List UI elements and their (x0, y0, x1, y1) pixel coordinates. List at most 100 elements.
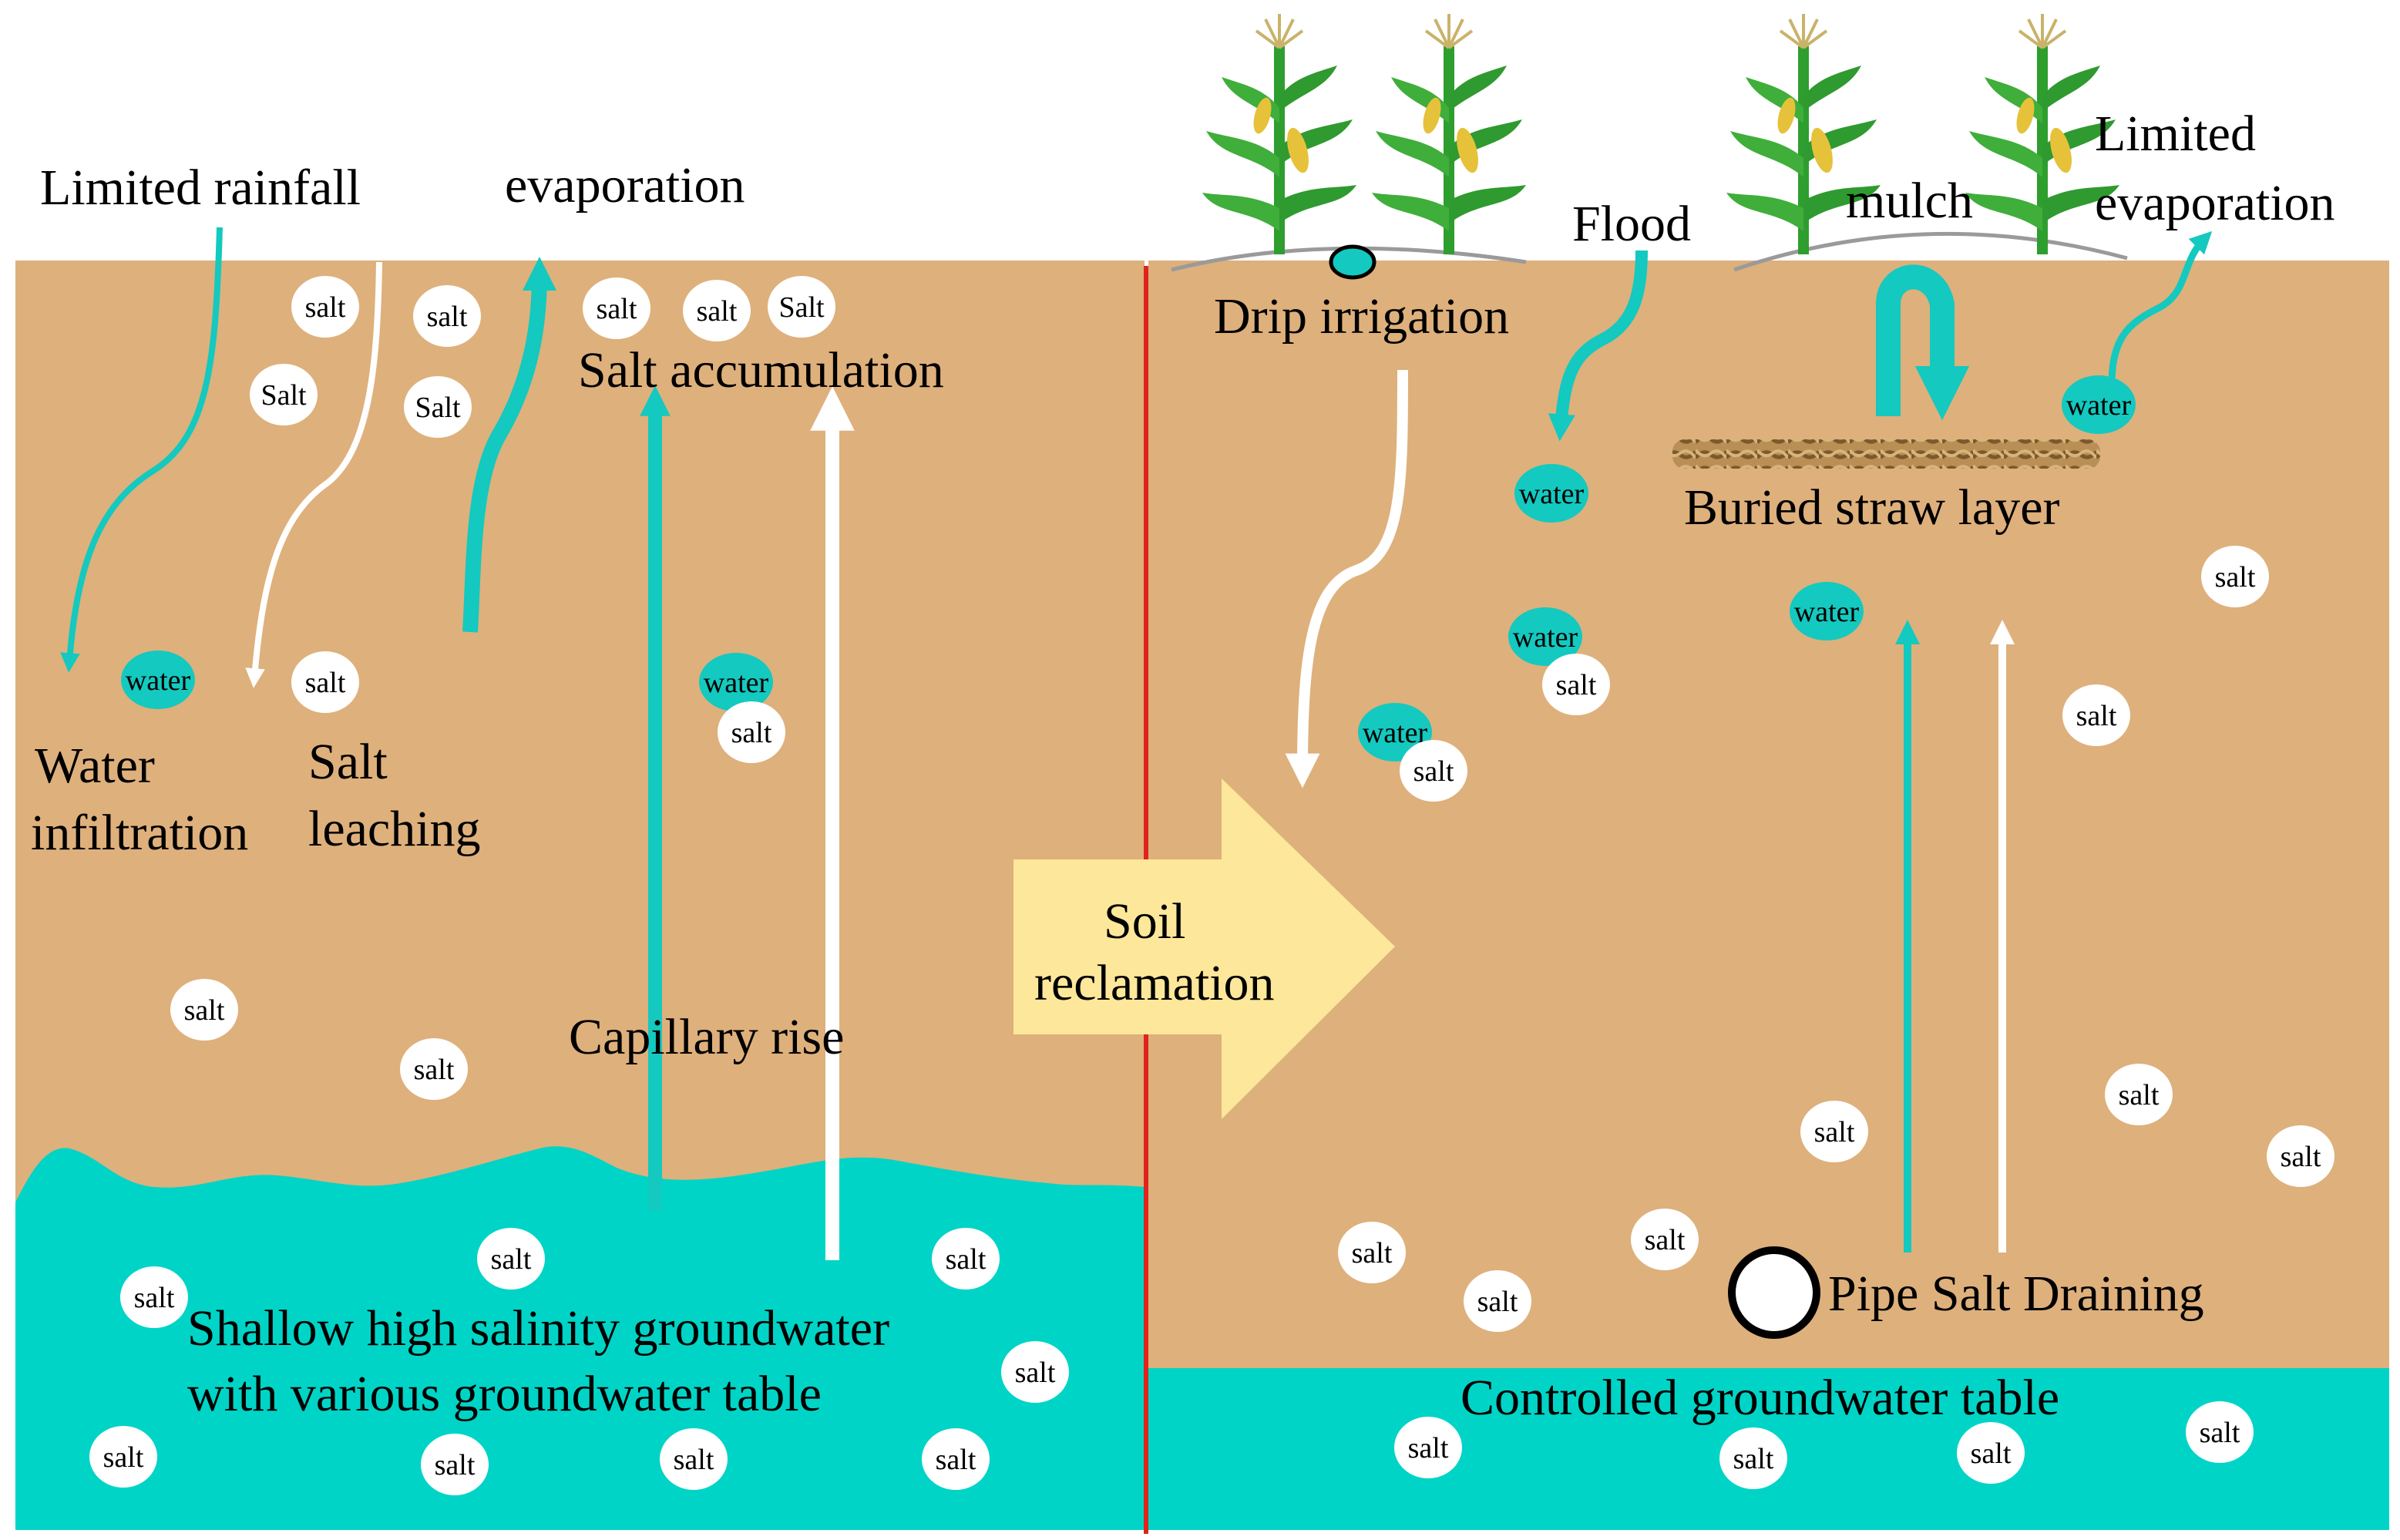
salt-marker: salt (291, 276, 359, 338)
salt-marker: salt (400, 1038, 468, 1100)
salt-marker: salt (1631, 1209, 1699, 1270)
drip-irrigation-arrow (1285, 369, 1408, 788)
limited-evaporation-arrow (2108, 230, 2213, 386)
salt-marker: salt (421, 1434, 489, 1495)
drainage-pipe-icon (1728, 1246, 1820, 1339)
salt-particle-shape (932, 1228, 1000, 1289)
water-marker: water (2062, 375, 2136, 434)
limited-evaporation-label-line1: Limited (2095, 106, 2256, 162)
salt-accumulation-label: Salt accumulation (578, 342, 944, 398)
salt-marker: salt (1338, 1222, 1406, 1283)
salt-marker-label: salt (134, 1282, 175, 1314)
controlled-groundwater-label: Controlled groundwater table (1461, 1370, 2059, 1426)
water-marker-label: water (1519, 478, 1585, 510)
soil-reclamation-arrow (1013, 778, 1395, 1119)
soil-reclamation-label-line2: reclamation (1034, 955, 1275, 1011)
salt-marker-label: Salt (415, 392, 461, 424)
salt-particle-shape (291, 276, 359, 338)
salt-leaching-arrow (245, 261, 382, 688)
salt-particle-shape (1542, 654, 1610, 715)
soil-reclamation-label-line1: Soil (1104, 893, 1185, 950)
limited-evaporation-label-line2: evaporation (2095, 175, 2335, 231)
salt-marker-label: salt (103, 1441, 144, 1474)
salt-marker: salt (718, 701, 785, 763)
salt-marker-label: salt (2119, 1079, 2160, 1111)
salt-particle-shape (291, 651, 359, 713)
water-droplet-shape (1790, 582, 1864, 641)
water-marker-label: water (1794, 596, 1860, 628)
water-marker: water (121, 651, 195, 709)
corn-plant-icon (1726, 14, 1881, 254)
salt-marker: salt (1400, 740, 1467, 802)
flood-label: Flood (1572, 196, 1691, 252)
drip-emitter-icon (1329, 244, 1376, 280)
water-droplet-shape (1508, 607, 1582, 666)
water-infiltration-label-line1: Water (35, 738, 155, 794)
water-infiltration-label-line2: infiltration (31, 805, 248, 861)
salt-marker-label: salt (184, 994, 225, 1027)
salt-marker: salt (1464, 1270, 1531, 1332)
salt-particle-shape (583, 277, 650, 339)
salt-marker: salt (170, 979, 238, 1041)
salt-particle-shape (1394, 1417, 1462, 1478)
water-marker: water (1514, 464, 1588, 523)
salt-marker-label: salt (674, 1444, 714, 1476)
salt-particle-shape (170, 979, 238, 1041)
corn-plant-icon (1965, 14, 2119, 254)
evaporation-label: evaporation (505, 157, 745, 214)
salt-particle-shape (683, 280, 751, 341)
salt-particle-shape (2186, 1401, 2254, 1463)
salt-marker-label: salt (2215, 561, 2256, 593)
salt-marker-label: salt (1352, 1237, 1393, 1269)
salt-marker: salt (2186, 1401, 2254, 1463)
groundwater-label-line1: Shallow high salinity groundwater (187, 1300, 889, 1357)
mulch-label: mulch (1846, 173, 1973, 229)
salt-particle-shape (1464, 1270, 1531, 1332)
salt-marker: salt (1001, 1341, 1069, 1403)
salt-particle-shape (718, 701, 785, 763)
water-marker-label: water (126, 664, 191, 697)
salt-particle-shape (2062, 684, 2130, 746)
salt-particle-shape (413, 285, 481, 347)
salt-particle-shape (1338, 1222, 1406, 1283)
salt-marker-label: salt (946, 1243, 987, 1276)
salt-marker: salt (291, 651, 359, 713)
water-droplet-shape (1514, 464, 1588, 523)
salt-marker-label: salt (305, 291, 346, 324)
salt-marker: salt (922, 1428, 990, 1490)
salt-marker-label: salt (1408, 1432, 1449, 1464)
water-marker-label: water (1363, 717, 1428, 749)
planting-mound-right (1733, 231, 2128, 272)
evaporation-arrow (462, 256, 556, 633)
salt-marker-label: salt (305, 667, 346, 699)
salt-particle-shape (768, 276, 835, 338)
salt-marker: salt (683, 280, 751, 341)
salt-marker: salt (89, 1426, 157, 1488)
salt-marker: salt (1719, 1427, 1787, 1489)
salt-marker: salt (2062, 684, 2130, 746)
salt-particle-shape (1719, 1427, 1787, 1489)
salt-particle-shape (1957, 1422, 2025, 1484)
salt-marker-label: salt (1413, 755, 1454, 788)
salt-marker-label: Salt (261, 379, 307, 412)
salt-marker: salt (660, 1428, 728, 1490)
salt-particle-shape (89, 1426, 157, 1488)
corn-plant-icon (1372, 14, 1526, 254)
salt-marker: Salt (404, 376, 472, 438)
salt-particle-shape (400, 1038, 468, 1100)
salt-marker: salt (413, 285, 481, 347)
water-marker: water (1790, 582, 1864, 641)
salt-marker-label: salt (597, 293, 637, 325)
salt-marker: Salt (768, 276, 835, 338)
salt-particle-shape (120, 1266, 188, 1328)
pipe-salt-draining-label: Pipe Salt Draining (1828, 1266, 2204, 1322)
salt-marker-label: salt (1015, 1357, 1056, 1389)
salt-particle-shape (250, 364, 318, 425)
salt-marker: salt (2105, 1064, 2173, 1125)
salt-leaching-label-line1: Salt (308, 734, 388, 790)
mulch-circulation-arrow (1876, 264, 1970, 421)
salt-marker-label: salt (2076, 700, 2117, 732)
salt-marker: salt (583, 277, 650, 339)
